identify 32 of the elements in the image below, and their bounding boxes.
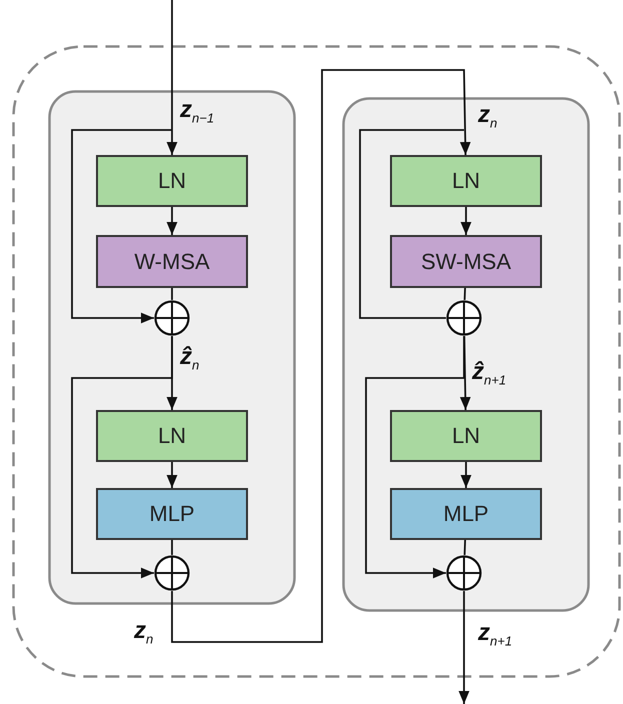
arrow (458, 591, 470, 704)
variable-label: z$_{n}$ (478, 101, 498, 130)
arrow (166, 462, 178, 488)
arrow (71, 129, 172, 324)
attention-box (390, 235, 542, 288)
box-label: SW-MSA (420, 248, 512, 274)
variable-label: z$_{n+1}$ (478, 619, 512, 648)
layer-norm-box (390, 410, 542, 462)
box-label: LN (452, 168, 480, 194)
mlp-box (390, 488, 542, 540)
layer-norm-box (96, 155, 248, 207)
layer-norm-box (96, 410, 248, 462)
arrow (71, 336, 173, 578)
mlp-box (96, 488, 248, 540)
arrow (460, 207, 472, 235)
attention-box (96, 235, 248, 288)
variable-label: ẑ$_{n+1}$ (472, 358, 506, 388)
box-label: W-MSA (134, 248, 210, 274)
variable-label: ẑ$_{n}$ (180, 343, 200, 372)
arrow (365, 336, 465, 578)
box-label: LN (158, 168, 186, 194)
box-label: LN (452, 423, 480, 449)
box-label: MLP (149, 501, 195, 527)
arrow (166, 0, 178, 155)
box-label: LN (158, 423, 186, 449)
variable-label: z$_{n}$ (134, 617, 154, 646)
variable-label: z$_{n−1}$ (180, 96, 214, 126)
layer-norm-box (390, 155, 542, 207)
arrow (460, 462, 472, 488)
arrow (166, 207, 178, 235)
arrow (171, 69, 471, 643)
box-label: MLP (443, 501, 489, 527)
